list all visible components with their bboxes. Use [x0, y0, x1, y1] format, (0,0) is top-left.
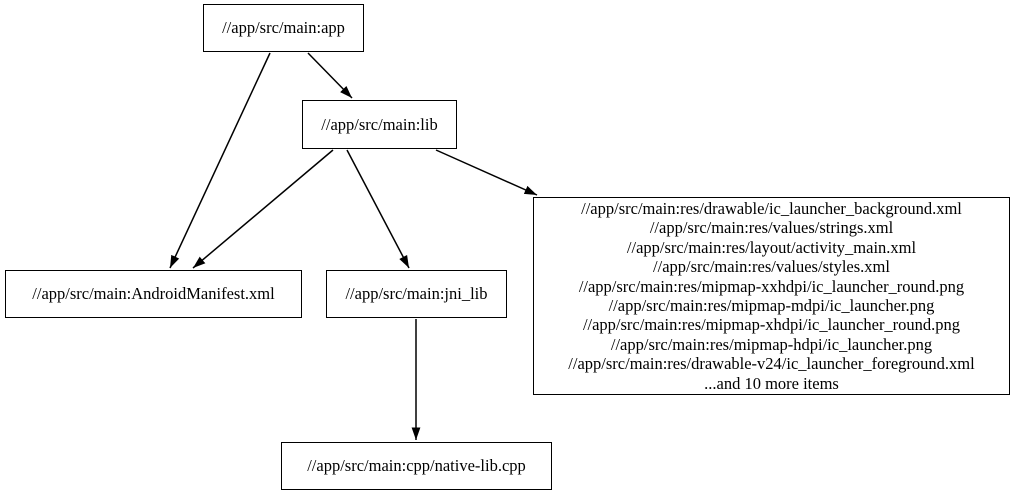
edge-lib-to-manifest	[192, 149, 334, 269]
node-label: //app/src/main:cpp/native-lib.cpp	[307, 456, 526, 476]
node-label-line: //app/src/main:res/mipmap-xxhdpi/ic_laun…	[578, 276, 965, 296]
graph-node-lib: //app/src/main:lib	[302, 100, 457, 149]
graph-node-app: //app/src/main:app	[203, 4, 364, 52]
node-label-line: //app/src/main:res/drawable-v24/ic_launc…	[568, 354, 975, 374]
edge-lib-to-jni-lib	[346, 149, 410, 269]
edge-app-to-manifest	[169, 52, 271, 269]
graph-node-native-lib: //app/src/main:cpp/native-lib.cpp	[281, 442, 552, 490]
node-label-line: //app/src/main:res/mipmap-xhdpi/ic_launc…	[582, 315, 961, 335]
edge-app-to-lib	[307, 52, 353, 99]
node-label-line: //app/src/main:res/layout/activity_main.…	[626, 237, 917, 257]
node-label: //app/src/main:lib	[321, 114, 438, 134]
graph-node-jni-lib: //app/src/main:jni_lib	[326, 270, 507, 318]
graph-node-manifest: //app/src/main:AndroidManifest.xml	[5, 270, 302, 318]
node-label-line: //app/src/main:res/drawable/ic_launcher_…	[581, 198, 962, 218]
node-label-line: //app/src/main:res/values/styles.xml	[653, 257, 890, 277]
graph-node-res-group: //app/src/main:res/drawable/ic_launcher_…	[533, 197, 1010, 395]
node-label: //app/src/main:AndroidManifest.xml	[32, 284, 275, 304]
node-label-line: ...and 10 more items	[704, 373, 839, 393]
node-label-line: //app/src/main:res/mipmap-mdpi/ic_launch…	[608, 296, 935, 315]
node-label: //app/src/main:jni_lib	[345, 284, 488, 304]
node-label: //app/src/main:app	[222, 18, 345, 38]
node-label-line: //app/src/main:res/values/strings.xml	[649, 218, 894, 238]
edge-lib-to-res-group	[435, 149, 538, 196]
node-label-line: //app/src/main:res/mipmap-hdpi/ic_launch…	[610, 334, 933, 354]
